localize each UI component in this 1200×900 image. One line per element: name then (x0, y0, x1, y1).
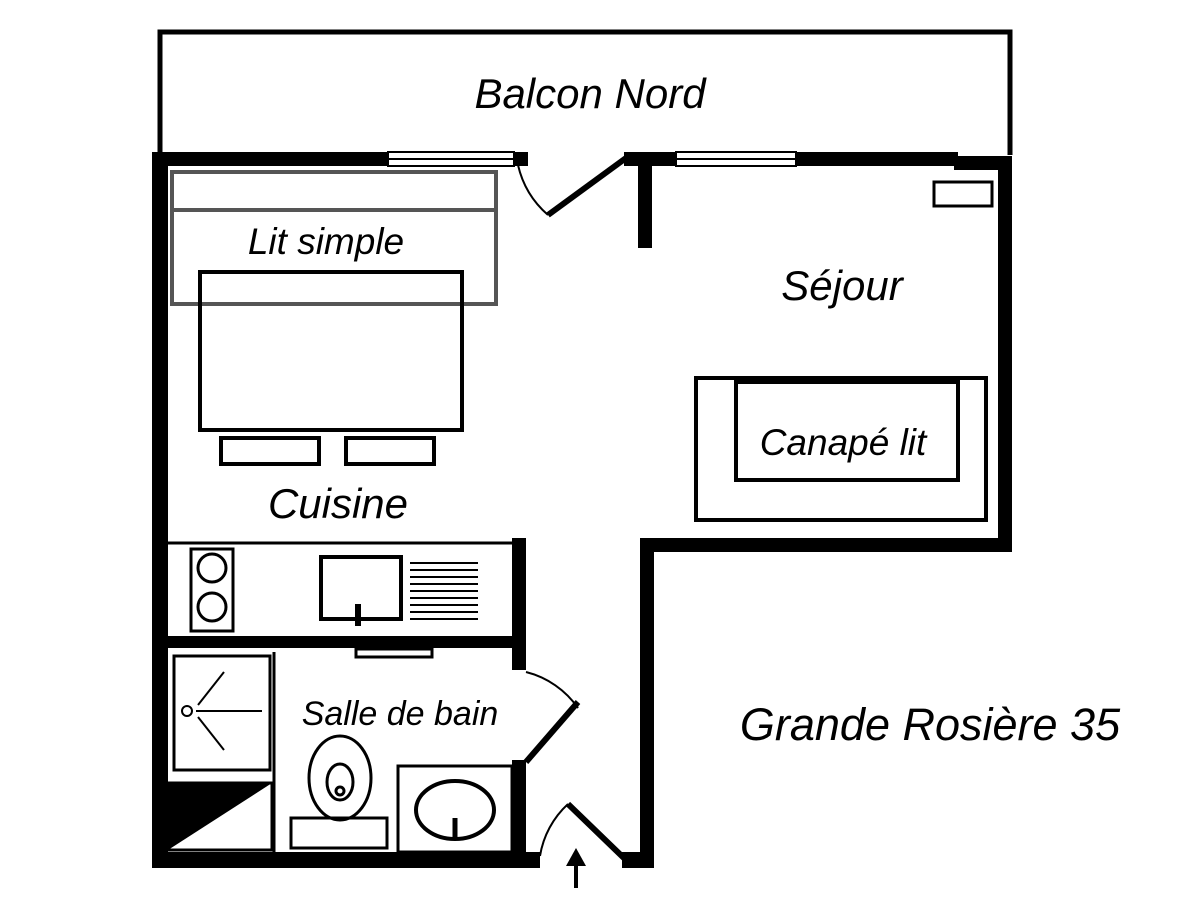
heater (932, 180, 994, 208)
balcony-door (517, 155, 628, 218)
balcony-label: Balcon Nord (474, 70, 707, 117)
entrance-arrow-icon (566, 848, 586, 888)
balcony (157, 29, 1013, 155)
shower (172, 652, 276, 852)
kitchen-counter (166, 541, 512, 633)
window-left (387, 151, 515, 167)
bench-left (219, 436, 321, 466)
toilet (289, 734, 389, 850)
bathroom-door (523, 671, 581, 764)
bathroom-cabinet (166, 781, 274, 852)
mirror-shelf (354, 647, 434, 659)
kitchen-label: Cuisine (268, 480, 408, 527)
bed-label: Lit simple (248, 221, 404, 262)
washbasin (396, 764, 514, 854)
walls (152, 152, 1012, 868)
entrance-door (539, 801, 631, 865)
living-room-label: Séjour (781, 262, 904, 309)
window-right (675, 151, 797, 167)
single-bed (170, 170, 498, 306)
sofa-bed (694, 376, 988, 522)
bench-right (344, 436, 436, 466)
bathroom-label: Salle de bain (302, 695, 499, 733)
property-name: Grande Rosière 35 (740, 699, 1121, 750)
sofa-bed-label: Canapé lit (760, 422, 928, 463)
dining-table (198, 270, 464, 432)
